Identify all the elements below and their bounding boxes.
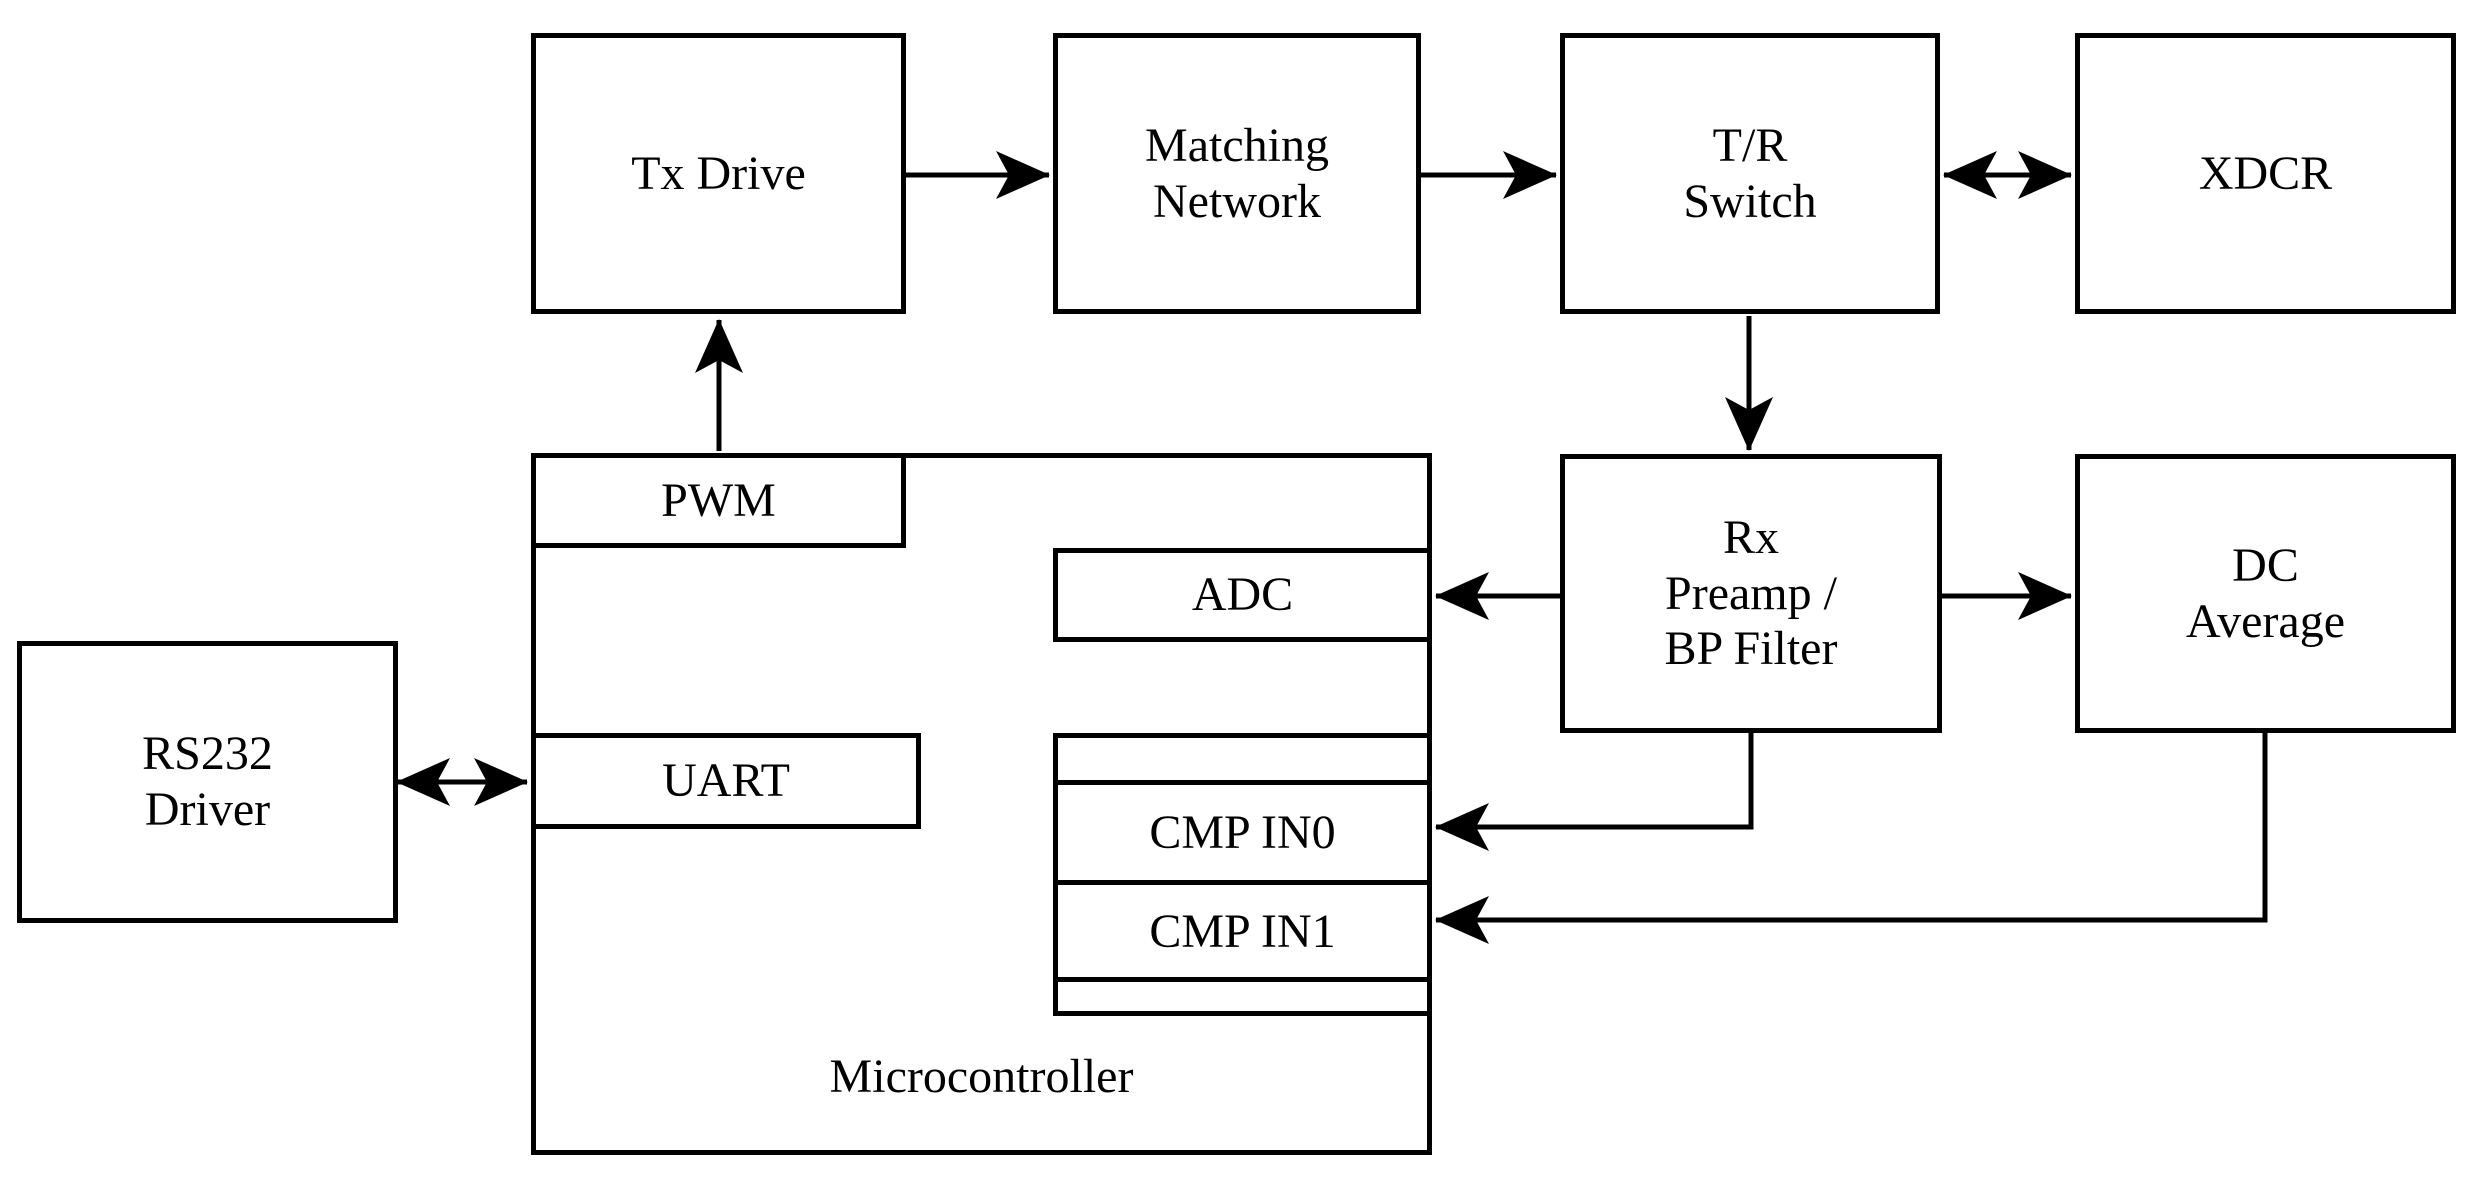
block-xdcr: XDCR: [2075, 33, 2456, 314]
block-tr-switch-label-line1: T/R: [1712, 118, 1788, 172]
block-tr-switch: T/R Switch: [1560, 33, 1940, 314]
block-pwm: PWM: [531, 453, 906, 548]
block-rx-preamp-bp-filter: Rx Preamp / BP Filter: [1560, 454, 1942, 733]
comparator-row-blank-bottom: [1058, 977, 1427, 1011]
block-adc-label: ADC: [1191, 568, 1294, 622]
block-matching-network-label-line1: Matching: [1145, 118, 1329, 172]
block-cmp-in1-label: CMP IN1: [1149, 904, 1336, 958]
block-dc-average-label-line1: DC: [2232, 538, 2299, 592]
block-tx-drive: Tx Drive: [531, 33, 906, 314]
connector-dc-average-to-cmp-in1: [1435, 733, 2268, 944]
block-matching-network: Matching Network: [1053, 33, 1421, 314]
block-rs232-driver-label-line2: Driver: [144, 783, 271, 836]
block-comparator-stack: CMP IN0 CMP IN1: [1053, 733, 1432, 1016]
block-uart-label: UART: [662, 754, 790, 808]
block-adc: ADC: [1053, 548, 1432, 642]
block-microcontroller-label: Microcontroller: [829, 1050, 1134, 1103]
block-dc-average: DC Average: [2075, 454, 2456, 733]
block-dc-average-label-line2: Average: [2186, 594, 2345, 648]
block-tr-switch-label-line2: Switch: [1683, 174, 1817, 228]
block-rs232-driver-label-line1: RS232: [142, 727, 273, 781]
block-cmp-in0: CMP IN0: [1058, 780, 1427, 880]
block-rx-preamp-label-line3: BP Filter: [1664, 622, 1838, 676]
block-rx-preamp-label-line1: Rx: [1722, 510, 1779, 564]
block-matching-network-label-line2: Network: [1153, 174, 1321, 228]
block-cmp-in0-label: CMP IN0: [1149, 806, 1336, 859]
block-xdcr-label: XDCR: [2198, 146, 2333, 200]
connector-rx-preamp-to-cmp-in0: [1435, 733, 1754, 851]
block-pwm-label: PWM: [661, 473, 776, 527]
block-rx-preamp-label-line2: Preamp /: [1665, 566, 1837, 620]
block-cmp-in1: CMP IN1: [1058, 880, 1427, 977]
comparator-row-blank-top: [1058, 738, 1427, 780]
block-tx-drive-label: Tx Drive: [631, 146, 806, 200]
block-rs232-driver: RS232 Driver: [17, 641, 398, 923]
block-uart: UART: [531, 733, 921, 829]
